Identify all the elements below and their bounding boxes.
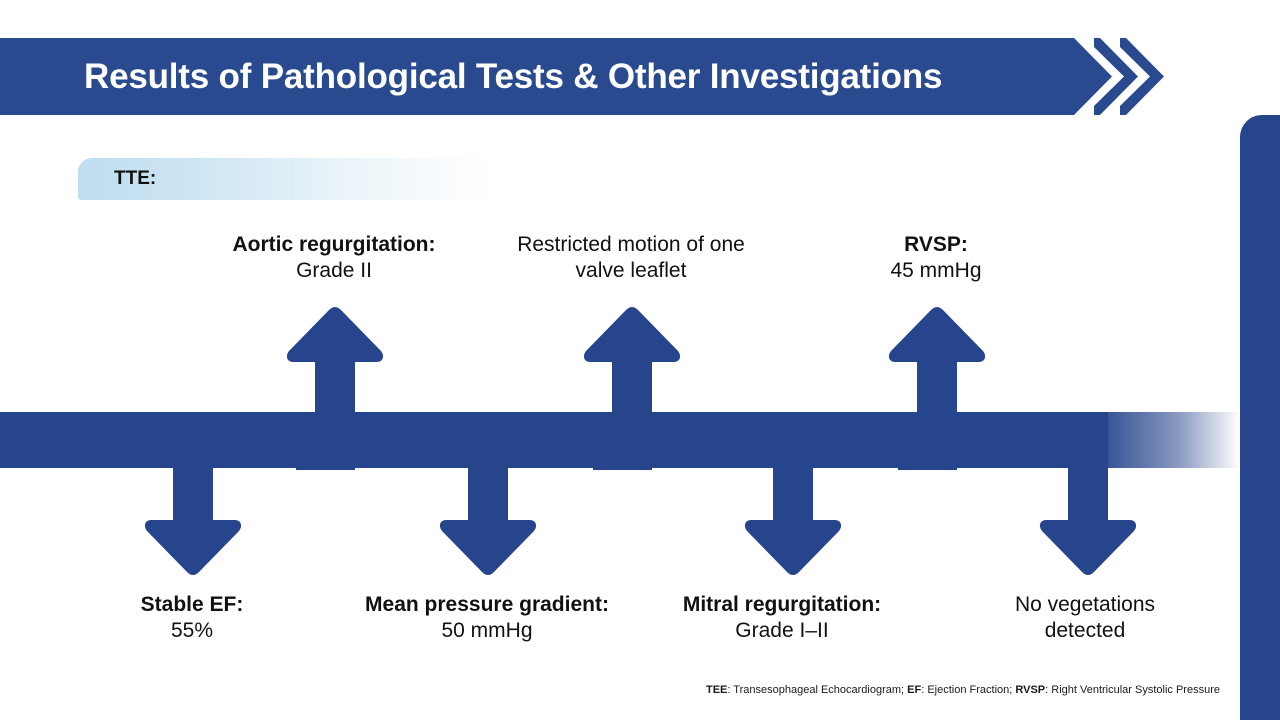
callout-aortic-regurgitation: Aortic regurgitation: Grade II bbox=[184, 232, 484, 283]
up-shaft-overlay-3 bbox=[917, 412, 957, 424]
callout-mean-pressure-gradient: Mean pressure gradient: 50 mmHg bbox=[337, 592, 637, 643]
callout-mitral-regurgitation: Mitral regurgitation: Grade I–II bbox=[632, 592, 932, 643]
arrow-flow-diagram bbox=[0, 290, 1280, 590]
callout-restricted-valve-motion: Restricted motion of one valve leaflet bbox=[481, 232, 781, 283]
arrow-flow-shapes bbox=[0, 307, 1240, 575]
callout-headline: No vegetations bbox=[1014, 593, 1156, 616]
callout-value: valve leaflet bbox=[575, 258, 687, 282]
callout-value: 50 mmHg bbox=[441, 618, 533, 642]
footnote-abbr-rvsp: RVSP bbox=[1015, 684, 1046, 696]
callout-value: 45 mmHg bbox=[890, 258, 982, 282]
callout-headline: Restricted motion of one bbox=[517, 233, 745, 256]
up-shaft-overlay-1 bbox=[315, 412, 355, 424]
footnote-abbreviations: TEE: Transesophageal Echocardiogram; EF:… bbox=[640, 684, 1220, 696]
up-arrow-shaft-overlay bbox=[315, 412, 957, 424]
footnote-def-tee: : Transesophageal Echocardiogram; bbox=[727, 684, 908, 696]
callout-headline: Stable EF: bbox=[140, 593, 244, 616]
callout-headline: RVSP: bbox=[904, 233, 968, 256]
footnote-def-rvsp: : Right Ventricular Systolic Pressure bbox=[1045, 684, 1220, 696]
callout-value: detected bbox=[1044, 618, 1126, 642]
callout-value: Grade I–II bbox=[735, 618, 829, 642]
callout-headline: Mitral regurgitation: bbox=[682, 593, 882, 616]
callout-rvsp: RVSP: 45 mmHg bbox=[786, 232, 1086, 283]
section-label-tte: TTE: bbox=[114, 168, 157, 189]
title-banner-shape bbox=[0, 38, 1112, 115]
footnote-def-ef: : Ejection Fraction; bbox=[921, 684, 1016, 696]
page-title: Results of Pathological Tests & Other In… bbox=[84, 56, 943, 96]
callout-stable-ef: Stable EF: 55% bbox=[42, 592, 342, 643]
title-banner: Results of Pathological Tests & Other In… bbox=[0, 38, 1112, 115]
callout-value: Grade II bbox=[296, 258, 372, 282]
chevron-right-icon bbox=[1094, 38, 1164, 115]
up-shaft-overlay-2 bbox=[612, 412, 652, 424]
callout-headline: Aortic regurgitation: bbox=[232, 233, 436, 256]
callout-headline: Mean pressure gradient: bbox=[365, 593, 609, 616]
right-accent-bar bbox=[1240, 115, 1280, 720]
callout-value: 55% bbox=[170, 618, 214, 642]
section-bar-tte bbox=[78, 158, 490, 200]
footnote-abbr-tee: TEE bbox=[705, 684, 728, 696]
footnote-abbr-ef: EF bbox=[907, 684, 922, 696]
callout-no-vegetations: No vegetations detected bbox=[935, 592, 1235, 643]
